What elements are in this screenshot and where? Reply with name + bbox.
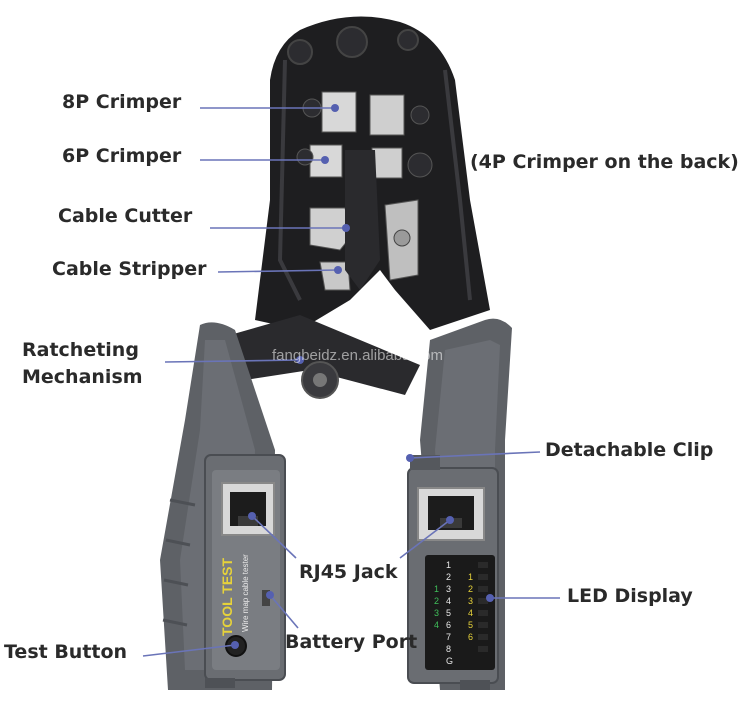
led-num: 3 <box>446 584 451 594</box>
battery-port-slot <box>262 590 270 606</box>
led-num: 1 <box>434 584 439 594</box>
led-numbers-white: 1 2 3 4 5 6 7 8 G <box>446 560 453 666</box>
led-num: 4 <box>468 608 473 618</box>
dot-test <box>231 641 239 649</box>
leader-battery <box>269 594 299 629</box>
led-numbers-yellow: 1 2 3 4 5 6 <box>468 572 473 642</box>
led-num: 3 <box>468 596 473 606</box>
ratchet-bar <box>230 315 420 395</box>
leader-rj45-left <box>251 515 297 559</box>
dot-ratchet <box>296 356 304 364</box>
label-mechanism: Mechanism <box>22 366 143 388</box>
led-num: 5 <box>446 608 451 618</box>
pivot-arm <box>345 150 380 290</box>
led-num: 1 <box>446 560 451 570</box>
label-ratcheting: Ratcheting <box>22 339 139 361</box>
stripper-blade <box>319 261 351 291</box>
dot-rj45-left <box>248 512 256 520</box>
led-num: 3 <box>434 608 439 618</box>
led-num: 4 <box>446 596 451 606</box>
led-num: 2 <box>446 572 451 582</box>
led-num: 8 <box>446 644 451 654</box>
callout-dots <box>231 104 494 649</box>
die-8p-right <box>369 94 405 136</box>
led-num: 5 <box>468 620 473 630</box>
led-num: 1 <box>468 572 473 582</box>
label-led-display: LED Display <box>567 585 693 607</box>
led-panel <box>425 555 495 670</box>
label-cable-stripper: Cable Stripper <box>52 258 207 280</box>
dot-clip <box>406 454 414 462</box>
dot-8p <box>331 104 339 112</box>
led-num: 6 <box>446 620 451 630</box>
led-bars <box>478 562 488 652</box>
dot-led <box>486 594 494 602</box>
clip-part <box>410 455 440 470</box>
leader-stripper <box>217 269 339 273</box>
label-battery-port: Battery Port <box>285 631 418 653</box>
watermark: fangbeidz.en.alibaba.com <box>272 347 443 364</box>
label-detachable-clip: Detachable Clip <box>545 439 714 461</box>
tester-brand-text: TOOL TEST <box>219 558 235 636</box>
label-8p-crimper: 8P Crimper <box>62 91 182 113</box>
tester-subtitle-text: Wire map cable tester <box>241 554 250 632</box>
die-8p <box>321 91 357 133</box>
die-6p-right <box>371 147 403 179</box>
dot-rj45-right <box>446 516 454 524</box>
label-test-button: Test Button <box>4 641 128 663</box>
label-cable-cutter: Cable Cutter <box>58 205 193 227</box>
led-num: 2 <box>434 596 439 606</box>
rivet <box>287 39 313 65</box>
led-num: 4 <box>434 620 439 630</box>
label-4p-crimper-note: (4P Crimper on the back) <box>470 151 739 173</box>
leader-test <box>142 644 236 657</box>
dot-battery <box>266 591 274 599</box>
dot-cutter <box>342 224 350 232</box>
dot-stripper <box>334 266 342 274</box>
led-num: 6 <box>468 632 473 642</box>
callout-lines <box>142 107 560 657</box>
leader-clip <box>409 451 541 459</box>
led-numbers-green: 1 2 3 4 <box>434 584 439 630</box>
leader-rj45-right <box>399 519 451 559</box>
led-num: 2 <box>468 584 473 594</box>
label-6p-crimper: 6P Crimper <box>62 145 182 167</box>
leader-ratchet <box>164 359 301 363</box>
led-num: 7 <box>446 632 451 642</box>
dot-6p <box>321 156 329 164</box>
led-num: G <box>446 656 453 666</box>
rivet <box>397 29 419 51</box>
rivet <box>336 26 368 58</box>
label-rj45-jack: RJ45 Jack <box>299 561 398 583</box>
